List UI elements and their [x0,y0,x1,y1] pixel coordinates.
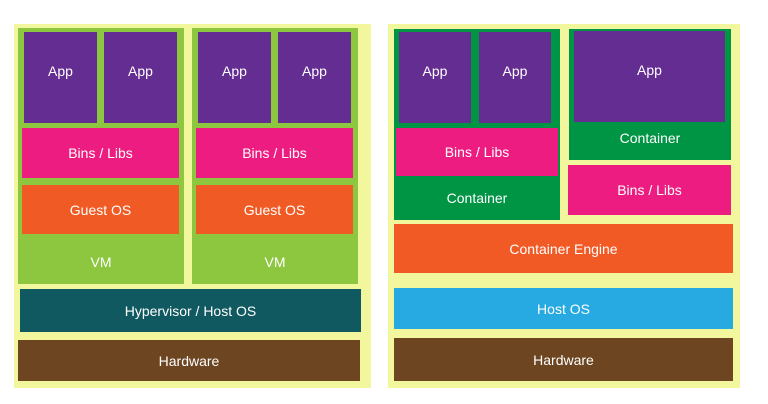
vm-2-guest-os-label: Guest OS [243,201,306,218]
container-2-bins-libs-label: Bins / Libs [617,182,682,198]
vm-2-app-1-label: App [222,63,247,79]
container-2-bins-libs: Bins / Libs [568,165,731,215]
vm-2-label: VM [264,254,286,270]
container-2-label: Container [619,130,681,146]
vm-architecture-panel: VM App App Bins / Libs Guest OS VM App A… [14,24,371,388]
vm-2-app-2: App [278,32,351,123]
vm-2-app-1: App [198,32,271,123]
left-hardware: Hardware [18,340,360,381]
container-1-app-2: App [479,32,551,123]
container-1-label: Container [446,190,508,206]
vm-2-bins-libs: Bins / Libs [196,128,353,178]
container-2-app: App [574,31,725,122]
vm-1-label: VM [90,254,112,270]
hypervisor-host-os: Hypervisor / Host OS [20,289,361,332]
vm-1-app-2-label: App [128,63,153,79]
container-architecture-panel: Container App App Bins / Libs Container … [388,24,740,388]
container-engine: Container Engine [394,224,733,273]
container-2-app-label: App [637,62,662,78]
container-1-app-1-label: App [422,63,448,79]
container-1-app-1: App [399,32,471,123]
container-1-bins-libs-label: Bins / Libs [444,144,510,160]
right-hardware-label: Hardware [533,351,594,368]
vm-1-guest-os: Guest OS [22,185,179,234]
container-1-app-2-label: App [502,63,528,79]
vm-2-app-2-label: App [302,63,327,79]
host-os: Host OS [394,288,733,329]
vm-1-app-1-label: App [48,63,73,79]
container-engine-label: Container Engine [509,240,618,257]
vm-2-guest-os: Guest OS [196,185,353,234]
vm-1-bins-libs-label: Bins / Libs [68,145,133,161]
vm-1-app-1: App [24,32,97,123]
vm-2-bins-libs-label: Bins / Libs [242,145,307,161]
vm-1-guest-os-label: Guest OS [69,201,132,218]
container-1-bins-libs: Bins / Libs [396,128,558,176]
host-os-label: Host OS [537,300,590,317]
right-hardware: Hardware [394,338,733,381]
hypervisor-label: Hypervisor / Host OS [124,302,257,319]
left-hardware-label: Hardware [158,352,220,369]
vm-1-app-2: App [104,32,177,123]
vm-1-bins-libs: Bins / Libs [22,128,179,178]
